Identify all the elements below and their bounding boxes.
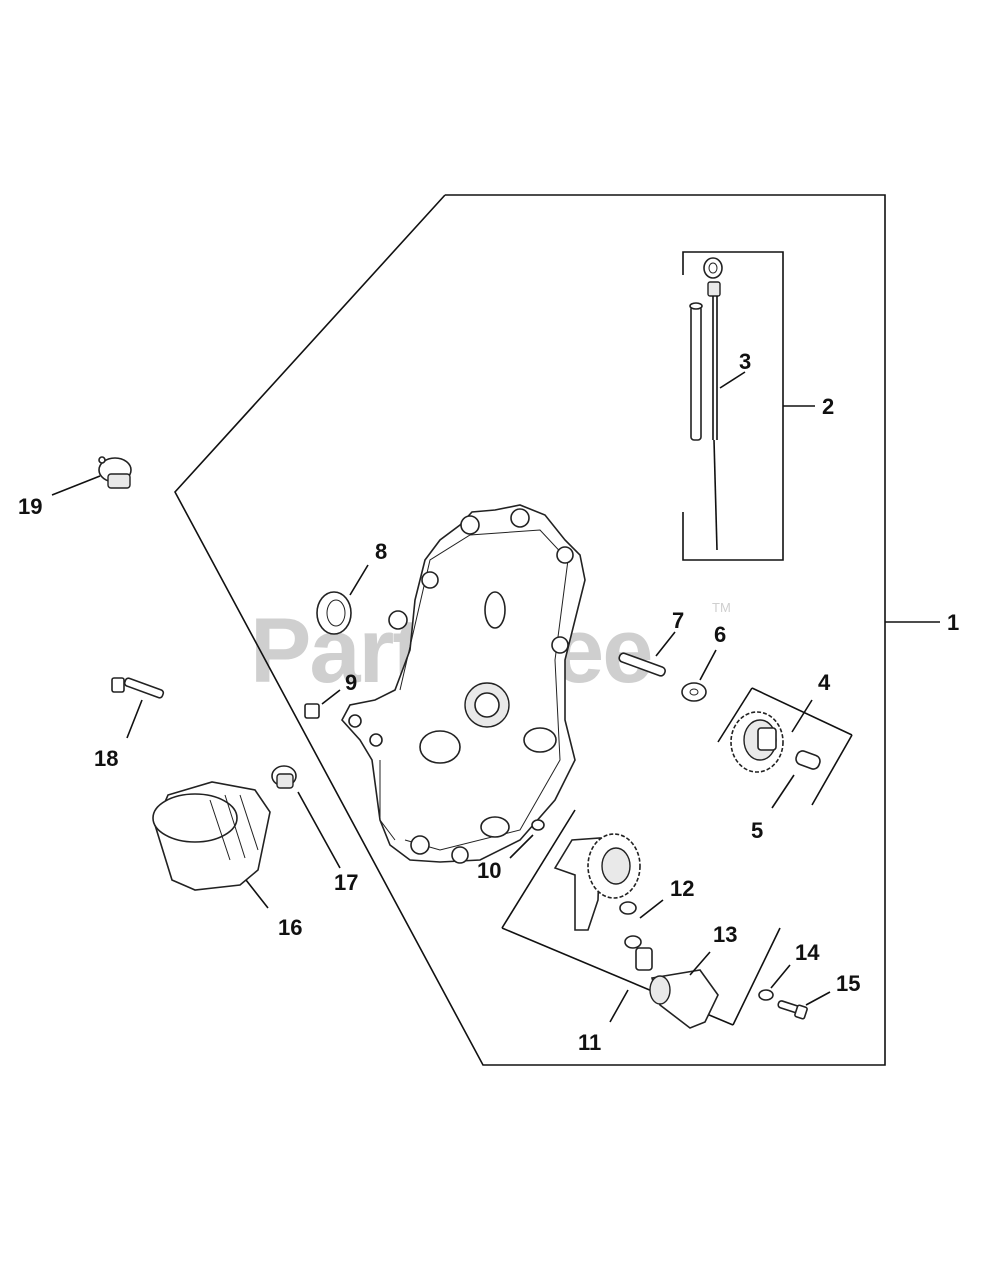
filter-nipple-part — [271, 765, 341, 869]
gear-shaft-part — [771, 750, 821, 809]
callout-11[interactable]: 11 — [578, 1030, 601, 1055]
dipstick-group-outline — [682, 251, 815, 561]
o-ring-small-part — [624, 935, 642, 949]
small-washer-part — [758, 964, 791, 1001]
callout-16[interactable]: 16 — [278, 915, 302, 940]
bolt-part — [111, 677, 165, 739]
callout-19[interactable]: 19 — [18, 494, 42, 519]
oil-sensor-part — [51, 456, 132, 496]
screw-part — [777, 991, 831, 1020]
callout-8[interactable]: 8 — [375, 539, 387, 564]
callout-1[interactable]: 1 — [947, 610, 959, 635]
assembly-outline — [174, 194, 886, 1066]
closure-plate-part — [341, 504, 586, 864]
pin-part — [618, 631, 676, 677]
o-ring-part — [509, 819, 545, 859]
oil-pickup-part — [635, 947, 719, 1029]
washer-part — [681, 649, 717, 702]
callout-14[interactable]: 14 — [795, 940, 820, 965]
callout-3[interactable]: 3 — [739, 349, 751, 374]
callout-17[interactable]: 17 — [334, 870, 358, 895]
callout-6[interactable]: 6 — [714, 622, 726, 647]
callout-10[interactable]: 10 — [477, 858, 501, 883]
callout-7[interactable]: 7 — [672, 608, 684, 633]
callout-2[interactable]: 2 — [822, 394, 834, 419]
watermark-tm: TM — [712, 600, 731, 615]
gear-group-outline — [717, 687, 853, 806]
callout-5[interactable]: 5 — [751, 818, 763, 843]
governor-gear-part — [730, 711, 784, 773]
callout-12[interactable]: 12 — [670, 876, 694, 901]
callout-18[interactable]: 18 — [94, 746, 118, 771]
plug-part — [304, 689, 341, 719]
callout-13[interactable]: 13 — [713, 922, 737, 947]
callout-4[interactable]: 4 — [818, 670, 831, 695]
dipstick-part — [689, 257, 746, 551]
oil-seal-part — [316, 564, 369, 635]
callout-15[interactable]: 15 — [836, 971, 860, 996]
callout-9[interactable]: 9 — [345, 670, 357, 695]
oil-pump-part — [553, 833, 664, 931]
oil-filter-part — [152, 781, 271, 909]
